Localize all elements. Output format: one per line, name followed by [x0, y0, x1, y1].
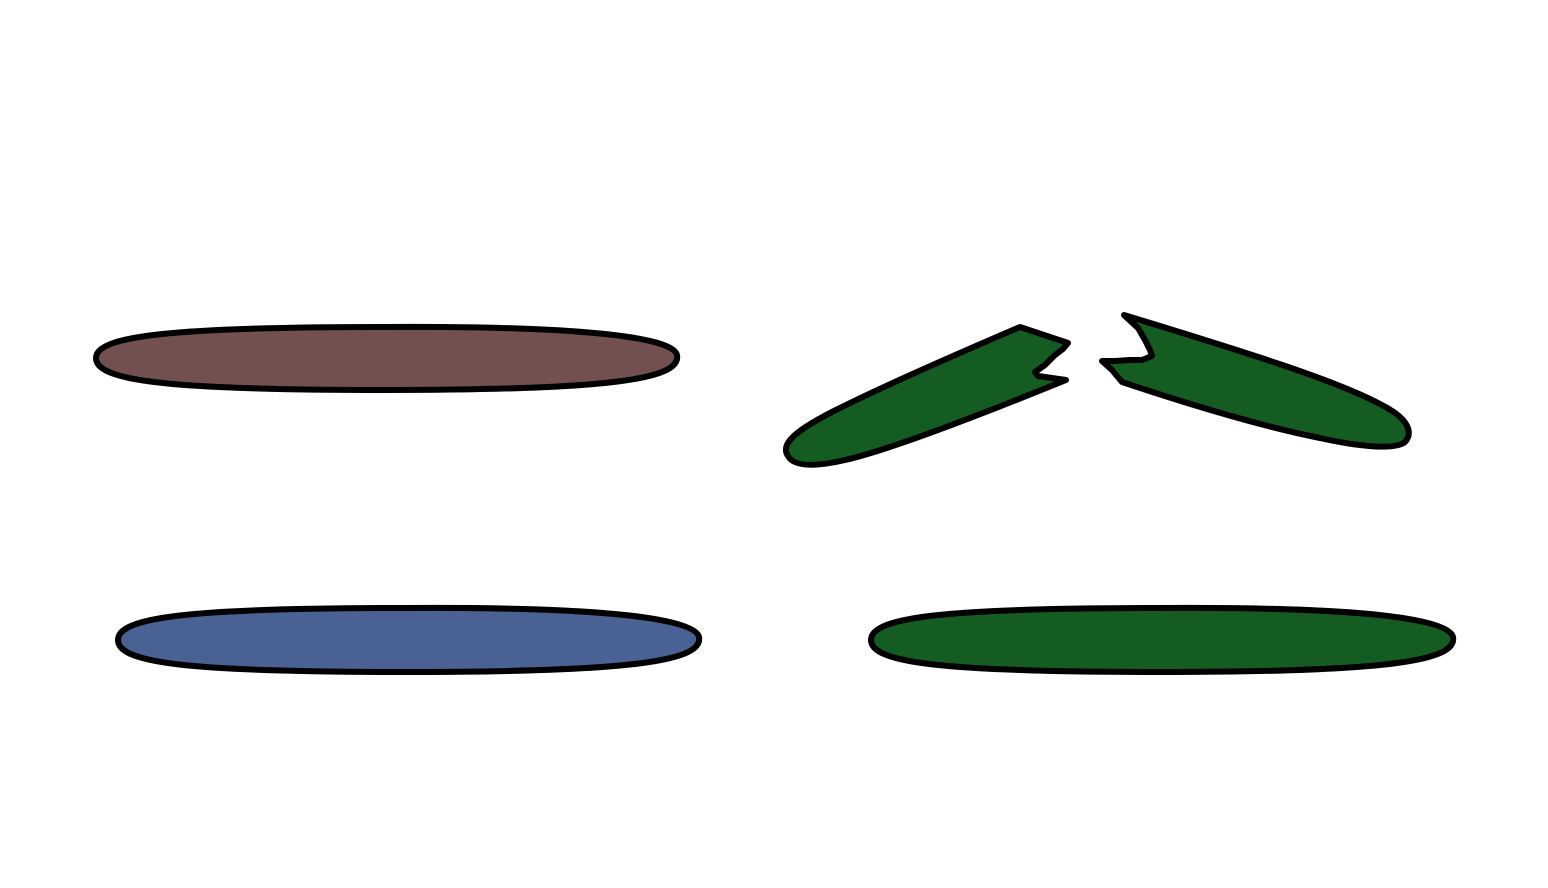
blue-rounded-bar — [115, 604, 703, 675]
green-broken-bar-right — [1099, 312, 1412, 450]
green-rounded-bar — [868, 604, 1457, 675]
brown-rounded-bar — [93, 323, 681, 393]
green-broken-bar-left — [783, 324, 1071, 468]
